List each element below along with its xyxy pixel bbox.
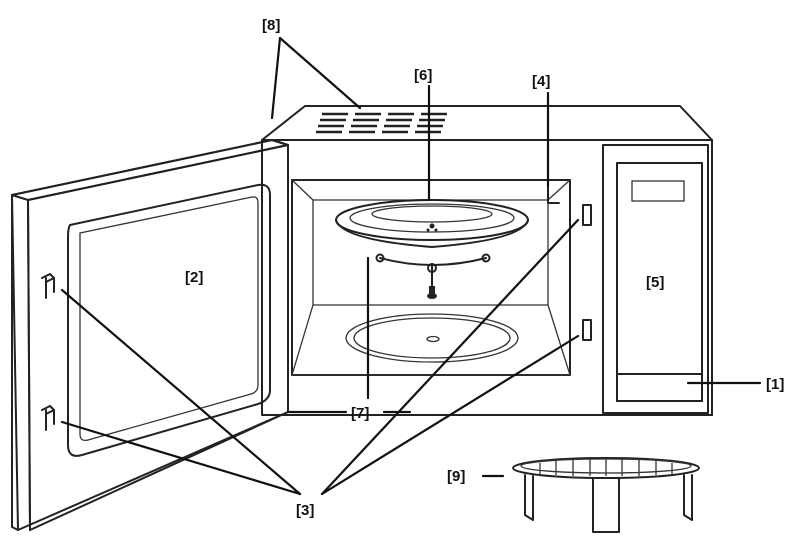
label-2: [2] [185, 269, 203, 286]
wave-guide-cover [547, 181, 560, 204]
roller-ring [512, 457, 700, 533]
glass-tray [335, 199, 529, 248]
display-window [631, 180, 685, 202]
label-3: [3] [296, 502, 314, 519]
label-1: [1] [766, 376, 784, 393]
labels: [8] [6] [4] [2] [5] [1] [7] [9] [3] [185, 17, 784, 519]
label-7: [7] [351, 405, 369, 422]
label-5: [5] [646, 274, 664, 291]
control-panel [602, 144, 709, 414]
label-8: [8] [262, 17, 280, 34]
label-6: [6] [414, 67, 432, 84]
latch-hole-lower [582, 319, 592, 341]
top-panel [261, 105, 713, 141]
door [11, 139, 289, 531]
label-9: [9] [447, 468, 465, 485]
door-hooks [41, 273, 55, 431]
label-4: [4] [532, 73, 550, 90]
latch-hole-upper [582, 204, 592, 226]
top-vent [316, 112, 447, 134]
door-window [67, 183, 271, 457]
roller-support [375, 253, 491, 299]
door-release-button [616, 373, 703, 402]
leader-lines [60, 36, 762, 496]
microwave-body [261, 105, 713, 416]
